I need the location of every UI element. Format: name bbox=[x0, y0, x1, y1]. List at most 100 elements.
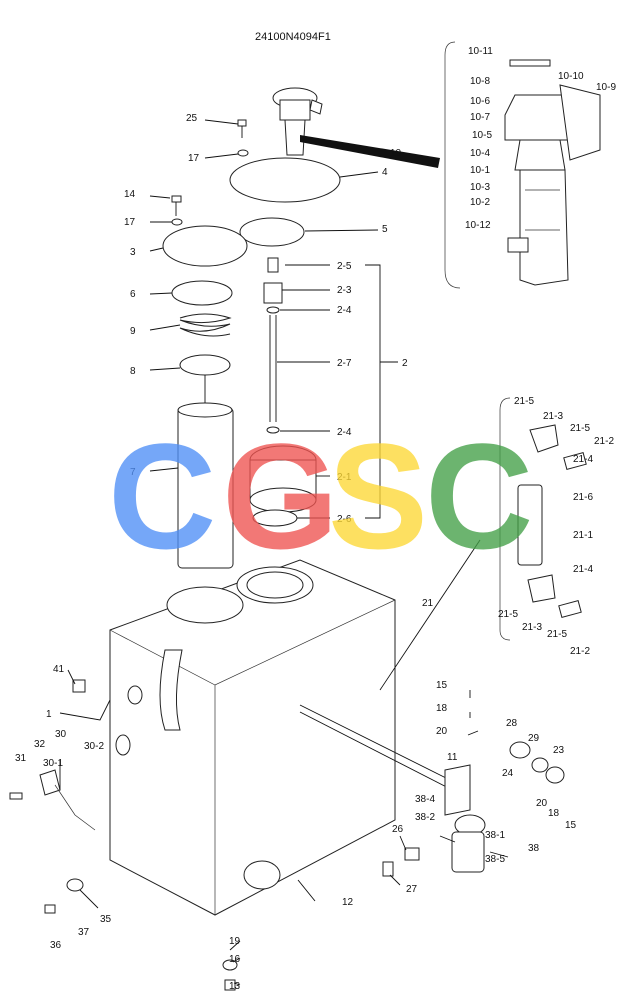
part-label: 2 bbox=[402, 358, 408, 369]
part-label: 2-3 bbox=[337, 285, 352, 296]
washer-16 bbox=[222, 959, 238, 971]
cover-3 bbox=[162, 225, 248, 267]
bolt-31 bbox=[9, 792, 23, 800]
part-label: 10-4 bbox=[470, 148, 490, 159]
part-label: 10-12 bbox=[465, 220, 491, 231]
part-label: 21-4 bbox=[573, 564, 593, 575]
part-label: 2-5 bbox=[337, 261, 352, 272]
part-label: 5 bbox=[382, 224, 388, 235]
part-label: 21-4 bbox=[573, 454, 593, 465]
part-label: 2-4 bbox=[337, 305, 352, 316]
part-label: 36 bbox=[50, 940, 62, 951]
part-label: 41 bbox=[53, 664, 65, 675]
bolt-14 bbox=[171, 195, 182, 203]
part-label: 30 bbox=[55, 729, 67, 740]
part-label: 21-6 bbox=[573, 492, 593, 503]
part-label: 11 bbox=[447, 752, 458, 763]
fitting-29 bbox=[531, 757, 549, 773]
part-label: 2-6 bbox=[337, 514, 352, 525]
part-label: 21-5 bbox=[514, 396, 534, 407]
part-label: 19 bbox=[229, 936, 241, 947]
washer-17-top bbox=[237, 149, 249, 157]
banjo-21-3-lower bbox=[527, 574, 556, 603]
banjo-21-3 bbox=[529, 424, 559, 453]
part-label: 2-4 bbox=[337, 427, 352, 438]
inset-bracket bbox=[444, 41, 461, 289]
part-label: 14 bbox=[124, 189, 136, 200]
level-switch-30 bbox=[39, 769, 61, 796]
plate-4 bbox=[229, 157, 341, 203]
spring-2-5 bbox=[267, 257, 279, 273]
watermark-letter: G bbox=[222, 412, 339, 580]
watermark-letter: C bbox=[425, 412, 533, 580]
part-label: 15 bbox=[565, 820, 577, 831]
part-label: 10-5 bbox=[472, 130, 492, 141]
part-label: 35 bbox=[100, 914, 112, 925]
leader-21 bbox=[379, 539, 481, 691]
part-label: 30-1 bbox=[43, 758, 63, 769]
part-label: 4 bbox=[382, 167, 388, 178]
bolt-36 bbox=[44, 904, 56, 914]
part-label: 38 bbox=[528, 843, 540, 854]
part-label: 21-5 bbox=[498, 609, 518, 620]
spring-9 bbox=[179, 313, 232, 337]
part-label: 26 bbox=[392, 824, 404, 835]
breather-assembly-inset bbox=[504, 59, 601, 286]
part-label: 6 bbox=[130, 289, 136, 300]
part-label: 10 bbox=[390, 148, 402, 159]
part-label: 21-3 bbox=[543, 411, 563, 422]
part-label: 10-3 bbox=[470, 182, 490, 193]
part-label: 23 bbox=[553, 745, 565, 756]
filter-38-5 bbox=[451, 831, 485, 873]
washer-2-4-lower bbox=[266, 426, 280, 434]
plug-41 bbox=[72, 679, 86, 693]
part-label: 38-5 bbox=[485, 854, 505, 865]
part-label: 20 bbox=[536, 798, 548, 809]
tube-21-1 bbox=[517, 484, 543, 566]
part-label: 21 bbox=[422, 598, 434, 609]
part-label: 8 bbox=[130, 366, 136, 377]
part-label: 21-3 bbox=[522, 622, 542, 633]
part-label: 21-5 bbox=[547, 629, 567, 640]
part-label: 27 bbox=[406, 884, 418, 895]
part-label: 32 bbox=[34, 739, 46, 750]
part-label: 29 bbox=[528, 733, 540, 744]
part-label: 2-7 bbox=[337, 358, 352, 369]
bolt-13 bbox=[224, 979, 236, 991]
part-label: 38-1 bbox=[485, 830, 505, 841]
part-label: 10-9 bbox=[596, 82, 616, 93]
part-label: 21-1 bbox=[573, 530, 593, 541]
bracket-11 bbox=[444, 764, 471, 816]
bolt-21-2 bbox=[563, 452, 587, 470]
part-label: 20 bbox=[436, 726, 448, 737]
washer-2-4 bbox=[266, 306, 280, 314]
leader-arrow-10 bbox=[300, 135, 440, 168]
fitting-27 bbox=[382, 861, 394, 877]
part-label: 10-1 bbox=[470, 165, 490, 176]
breather-10 bbox=[272, 87, 440, 168]
part-label: 18 bbox=[436, 703, 448, 714]
part-label: 10-10 bbox=[558, 71, 584, 82]
fitting-26 bbox=[404, 847, 420, 861]
part-label: 9 bbox=[130, 326, 136, 337]
part-label: 25 bbox=[186, 113, 198, 124]
part-label: 10-11 bbox=[468, 46, 493, 57]
part-label: 13 bbox=[229, 981, 241, 992]
fitting-28 bbox=[509, 741, 531, 759]
part-label: 12 bbox=[342, 897, 354, 908]
bolt-25 bbox=[237, 119, 247, 127]
bolt-21-2-lower bbox=[558, 600, 582, 618]
part-label: 1 bbox=[46, 709, 52, 720]
part-label: 17 bbox=[188, 153, 200, 164]
part-label: 24 bbox=[502, 768, 514, 779]
part-label: 31 bbox=[15, 753, 27, 764]
part-label: 7 bbox=[130, 467, 136, 478]
nut-2-3 bbox=[263, 282, 283, 304]
part-label: 38-4 bbox=[415, 794, 435, 805]
drawing-code: 24100N4094F1 bbox=[255, 31, 331, 43]
inset-bracket-21 bbox=[499, 397, 511, 641]
gasket-5 bbox=[239, 217, 305, 247]
part-label: 28 bbox=[506, 718, 518, 729]
